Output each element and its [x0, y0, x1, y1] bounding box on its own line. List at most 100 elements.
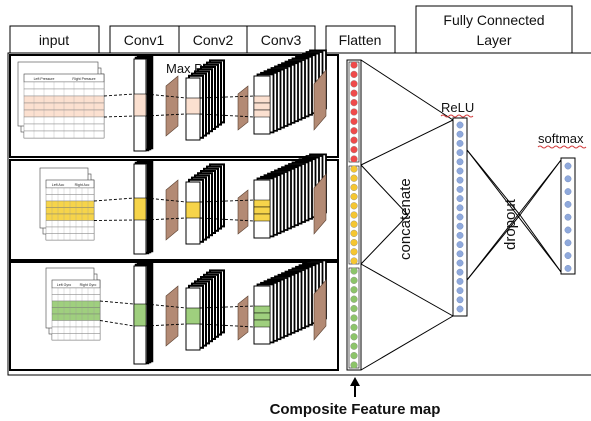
conv3-highlight — [253, 312, 271, 321]
flatten-neuron — [350, 220, 358, 228]
row-frame-pressure — [9, 54, 339, 158]
flatten-neuron — [350, 127, 358, 135]
softmax-neuron — [564, 213, 572, 221]
conv1-highlight — [133, 93, 147, 117]
relu-neuron — [456, 130, 464, 138]
flatten-neuron — [350, 98, 358, 107]
dashed-connector — [93, 197, 135, 202]
dashed-connector — [199, 217, 255, 222]
softmax-label: softmax — [538, 131, 584, 146]
flatten-neuron — [350, 286, 358, 294]
dashed-connector — [199, 323, 255, 328]
relu-neuron — [456, 259, 464, 267]
relu-neuron — [456, 250, 464, 258]
max-pool-block — [237, 295, 249, 341]
composite-feature-map-caption: Composite Feature map — [270, 401, 441, 418]
flatten-neuron — [350, 61, 358, 69]
relu-neuron — [456, 149, 464, 157]
conv3-highlight — [253, 319, 271, 328]
relu-neuron — [456, 167, 464, 175]
conv3-highlight — [253, 102, 271, 111]
flatten-neuron — [350, 333, 358, 341]
caption-arrow-head — [350, 377, 360, 386]
flatten-neuron — [350, 165, 358, 173]
flatten-neuron — [350, 202, 358, 210]
flatten-neuron — [350, 323, 358, 332]
max-pool-block — [165, 75, 179, 137]
dashed-connector — [145, 217, 187, 221]
header-conv3: Conv3 — [261, 32, 302, 48]
flatten-neuron — [350, 80, 358, 88]
input-table-header-left: Left Gyro — [57, 283, 71, 287]
dropout-line — [466, 159, 562, 281]
relu-neuron — [456, 241, 464, 249]
softmax-neuron — [564, 175, 572, 183]
relu-neuron — [456, 268, 464, 276]
max-pool-block — [313, 279, 327, 341]
relu-label: ReLU — [441, 100, 474, 115]
flatten-neuron — [350, 136, 358, 144]
relu-neuron — [456, 204, 464, 212]
relu-underline — [440, 114, 474, 118]
relu-neuron — [456, 176, 464, 184]
flatten-column — [346, 59, 362, 371]
relu-neuron — [456, 213, 464, 221]
flatten-neuron — [350, 295, 358, 303]
flatten-neuron — [350, 352, 358, 360]
header-conv3-box — [246, 25, 316, 54]
concat-line — [360, 214, 409, 265]
flatten-neuron — [350, 155, 358, 163]
fully-connected-layer — [360, 59, 576, 371]
dashed-connector — [103, 115, 135, 118]
flatten-neuron — [350, 239, 358, 247]
header-input-box — [9, 25, 100, 54]
flatten-neuron — [350, 257, 358, 265]
header-fc-line2: Layer — [476, 32, 511, 48]
row-gyro: Left Gyro Right Gyro — [45, 259, 327, 365]
concat-line — [360, 119, 454, 166]
concatenate-label: concatenate — [397, 178, 414, 260]
concat-line — [360, 263, 454, 317]
header-input: input — [39, 32, 69, 48]
max-pool-block — [237, 189, 249, 235]
header-conv1: Conv1 — [124, 32, 165, 48]
conv1-highlight — [133, 197, 147, 221]
dashed-connector — [145, 113, 187, 117]
dashed-connector — [99, 320, 135, 327]
dashed-connector — [199, 95, 255, 99]
conv3-highlight — [253, 109, 271, 118]
relu-neuron — [456, 195, 464, 203]
relu-neuron — [456, 296, 464, 304]
flatten-neuron — [350, 146, 358, 154]
dashed-connector — [145, 197, 187, 203]
max-pool-block — [237, 85, 249, 131]
header-fc-line1: Fully Connected — [443, 12, 544, 28]
flatten-neuron — [350, 193, 358, 201]
dashed-connector — [199, 305, 255, 309]
relu-neuron — [456, 222, 464, 230]
dashed-connector — [103, 93, 135, 97]
conv3-highlight — [253, 199, 271, 208]
softmax-neuron — [564, 239, 572, 247]
relu-neuron — [456, 287, 464, 294]
max-pool-block — [165, 285, 179, 347]
dropout-label: dropout — [502, 198, 519, 250]
dashed-connector — [99, 300, 135, 305]
header-flatten: Flatten — [339, 32, 382, 48]
concat-line — [360, 59, 454, 121]
conv3-highlight — [253, 206, 271, 215]
max-pool-block — [313, 69, 327, 131]
flatten-neuron — [350, 89, 358, 97]
input-table-header-right: Right Acc — [75, 183, 90, 187]
relu-neuron — [456, 185, 464, 193]
flatten-neuron — [350, 248, 358, 256]
concat-line — [360, 164, 409, 216]
header-row: input Conv1 Conv2 Conv3 Flatten Fully Co… — [9, 5, 573, 54]
input-table-header-right: Right Gyro — [80, 283, 97, 287]
dashed-connector — [145, 303, 187, 309]
softmax-neuron — [564, 264, 572, 272]
